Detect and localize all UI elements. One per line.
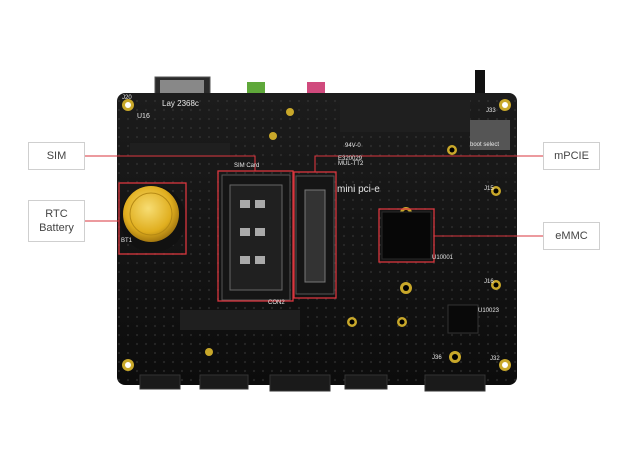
board-text-sim-card: SIM Card — [234, 163, 259, 169]
chip-u10023 — [447, 304, 479, 334]
mounting-holes — [122, 99, 511, 371]
sim-leader-line — [85, 155, 256, 171]
board-text-u16: U16 — [137, 113, 150, 120]
board-text-code: E320029 — [338, 156, 363, 162]
mpcie-label: mPCIE — [554, 150, 589, 162]
board-text-u10001: U10001 — [432, 255, 454, 261]
sim-slot — [221, 174, 291, 301]
mpcie-slot — [295, 175, 335, 295]
rtc-battery — [120, 186, 186, 252]
rtc-battery-callout: RTC Battery — [28, 200, 85, 242]
rtc-highlight-box — [118, 182, 187, 255]
board-text-u10023: U10023 — [478, 308, 500, 314]
board-text-con2: CON2 — [268, 300, 285, 306]
mpcie-callout: mPCIE — [543, 142, 600, 170]
board-text-j15: J15 — [484, 186, 494, 192]
board-text-j32: J32 — [490, 356, 500, 362]
board-text-bt1: BT1 — [121, 238, 133, 244]
board-text-j36: J36 — [432, 355, 442, 361]
board-text-j33: J33 — [486, 108, 496, 114]
board-text-j20: J20 — [122, 95, 132, 101]
sim-label: SIM — [46, 150, 67, 162]
emmc-chip — [381, 211, 432, 260]
bottom-connectors — [139, 374, 486, 392]
board-text-j16: J16 — [484, 279, 494, 285]
board-text-lay: Lay 2368c — [162, 99, 199, 108]
sim-callout: SIM — [28, 142, 85, 170]
mpcie-leader-line — [314, 155, 543, 172]
battery-label: Battery — [39, 222, 74, 234]
board-text-model: MUL-TT2 — [338, 161, 364, 167]
board-text-mini-pcie: mini pci-e — [337, 184, 380, 195]
pin-headers — [130, 100, 510, 330]
emmc-callout: eMMC — [543, 222, 600, 250]
emmc-label: eMMC — [555, 230, 588, 242]
board-text-rating: 94V-0 — [345, 143, 361, 149]
rtc-label: RTC — [45, 208, 68, 220]
board-text-boot-select: boot select — [470, 142, 499, 148]
